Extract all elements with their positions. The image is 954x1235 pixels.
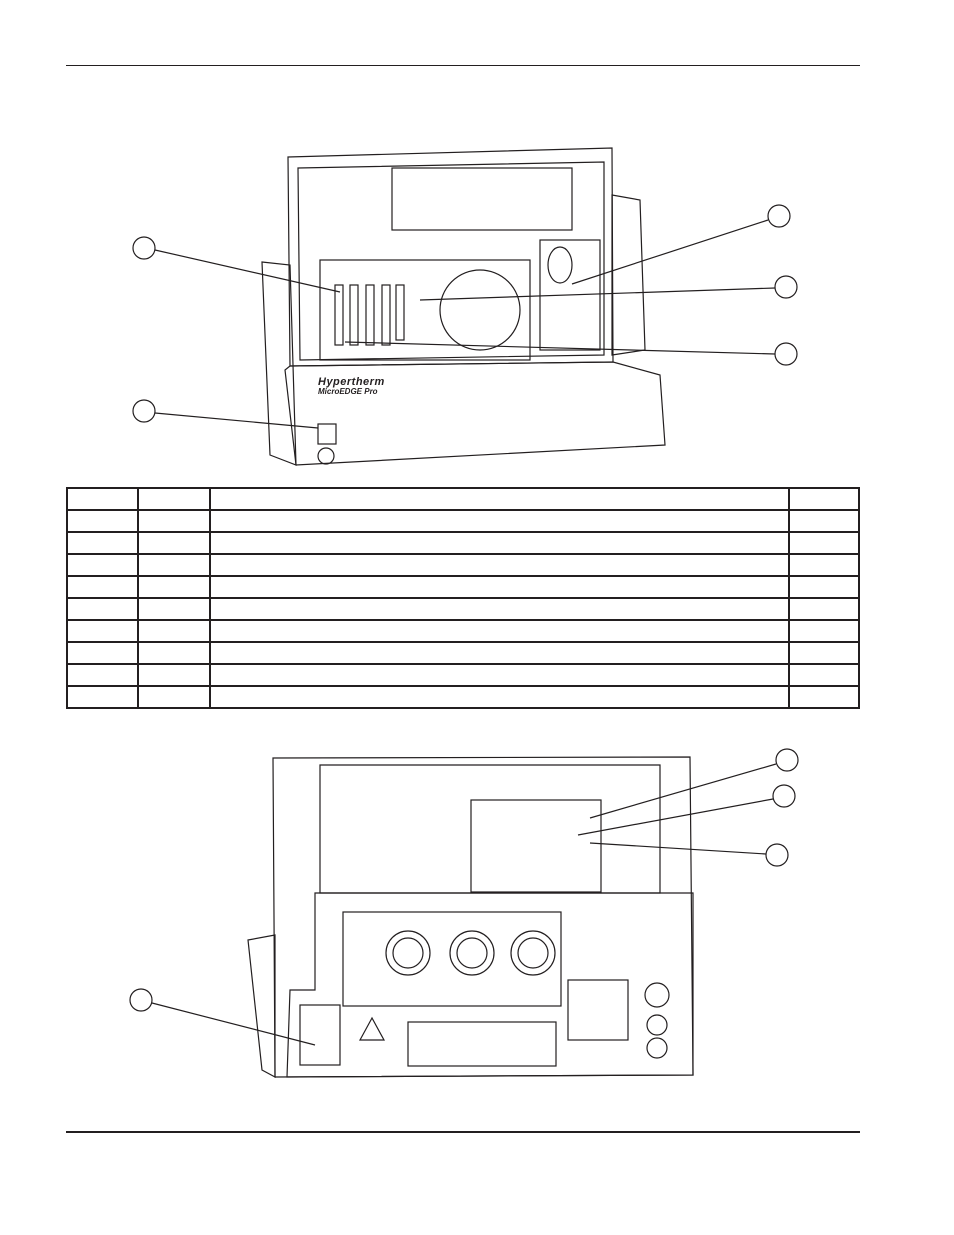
table-cell (66, 663, 139, 687)
table-cell (136, 509, 211, 533)
table-row (66, 531, 860, 555)
table-cell (136, 685, 211, 709)
table-row (66, 509, 860, 533)
table-row (66, 641, 860, 665)
table-cell (66, 487, 139, 511)
table-cell (136, 575, 211, 599)
table-cell (208, 663, 791, 687)
table-cell (136, 641, 211, 665)
header-rule (66, 65, 860, 66)
table-cell (208, 685, 791, 709)
table-row (66, 575, 860, 599)
callouts-top (132, 204, 798, 429)
table-cell (208, 619, 791, 643)
table-cell (788, 685, 860, 709)
table-cell (208, 531, 791, 555)
logo-brand: Hypertherm (318, 376, 385, 388)
table-cell (208, 597, 791, 621)
parts-table (66, 487, 860, 709)
hypertherm-logo: Hypertherm MicroEDGE Pro (318, 377, 385, 397)
logo-product: MicroEDGE Pro (318, 387, 378, 396)
table-cell (788, 663, 860, 687)
table-cell (208, 509, 791, 533)
table-cell (208, 553, 791, 577)
table-cell (208, 487, 791, 511)
table-cell (66, 553, 139, 577)
table-cell (788, 487, 860, 511)
table-cell (788, 509, 860, 533)
table-row (66, 685, 860, 709)
table-cell (66, 597, 139, 621)
table-cell (136, 619, 211, 643)
table-row (66, 553, 860, 577)
table-cell (66, 575, 139, 599)
table-row (66, 619, 860, 643)
table-cell (788, 575, 860, 599)
table-cell (66, 509, 139, 533)
chassis-rear (247, 756, 694, 1079)
table-cell (208, 575, 791, 599)
table-cell (66, 641, 139, 665)
table-cell (136, 663, 211, 687)
table-cell (136, 597, 211, 621)
table-row (66, 663, 860, 687)
table-cell (788, 531, 860, 555)
callouts-rear (129, 748, 799, 1046)
footer-rule (66, 1131, 860, 1133)
table-cell (66, 685, 139, 709)
table-row (66, 597, 860, 621)
table-cell (788, 619, 860, 643)
table-cell (788, 641, 860, 665)
table-cell (136, 531, 211, 555)
table-cell (136, 553, 211, 577)
table-cell (66, 619, 139, 643)
table-cell (788, 553, 860, 577)
table-cell (208, 641, 791, 665)
table-cell (788, 597, 860, 621)
table-cell (136, 487, 211, 511)
chassis-top (261, 147, 666, 466)
table-header-row (66, 487, 860, 511)
table-cell (66, 531, 139, 555)
